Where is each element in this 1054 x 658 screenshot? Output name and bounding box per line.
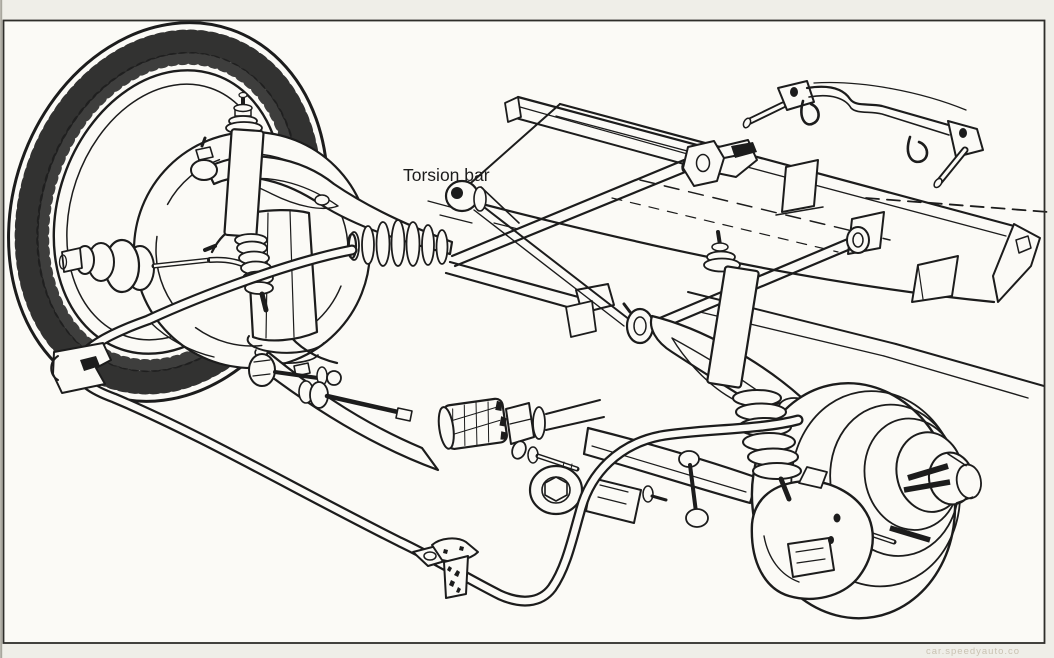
- anchor-rod: [444, 203, 631, 338]
- watermark: car.speedyauto.co: [926, 646, 1020, 657]
- torsion-bar-boot: [346, 219, 449, 267]
- spring-boot: [752, 462, 802, 480]
- ball-joint: [190, 159, 218, 181]
- torsion-bar-callout: Torsion bar: [403, 165, 520, 224]
- stabilizer-link-assembly: [742, 80, 984, 189]
- shock-absorber-right: [703, 230, 802, 502]
- hook: [906, 135, 929, 164]
- upper-control-arm-left: [190, 136, 487, 256]
- shock-body: [706, 265, 760, 389]
- sway-bar: [50, 244, 804, 607]
- frame-crossmember: [427, 95, 1049, 399]
- shock-body: [223, 128, 265, 238]
- torsion-bar-label: Torsion bar: [403, 165, 490, 185]
- hook: [800, 99, 820, 126]
- frame-bracket-tab: [781, 159, 819, 213]
- torsion-bar: [450, 140, 745, 268]
- brake-caliper: [750, 466, 874, 600]
- torsion-bar-anchor: [682, 140, 725, 187]
- leader-line: [480, 186, 520, 224]
- lower-control-arm-left: [248, 350, 440, 472]
- border-frame: [2, 19, 1046, 644]
- arm-pivot-bushing: [625, 307, 655, 345]
- wheel-studs: [867, 463, 951, 545]
- bushing-bolt: [248, 353, 276, 387]
- frame-end-cap: [992, 223, 1041, 303]
- frame-bracket-tab: [911, 255, 959, 303]
